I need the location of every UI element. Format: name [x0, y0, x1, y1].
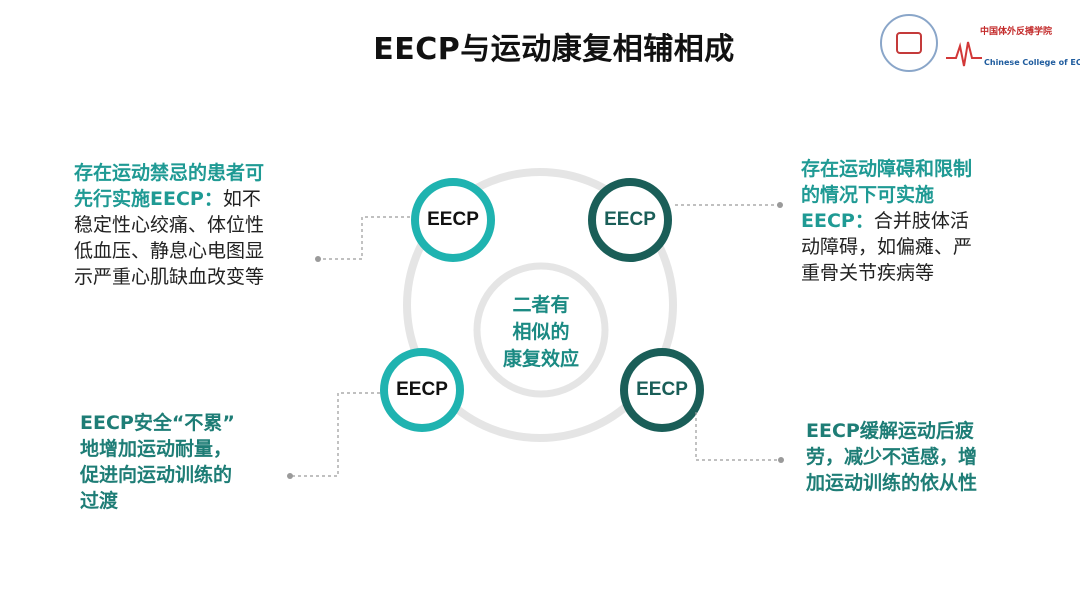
block-bottom-left: EECP安全“不累” 地增加运动耐量， 促进向运动训练的 过渡 [80, 410, 290, 514]
connector-dot-bottom-right [778, 457, 784, 463]
block-top-right-text-2: 动障碍，如偏瘫、严 [801, 236, 973, 258]
connector-bottom-left [290, 392, 380, 477]
connector-dot-top-left [315, 256, 321, 262]
college-logo-en: Chinese College of ECCP [984, 58, 1080, 67]
block-top-left-text-2: 稳定性心绞痛、体位性 [74, 214, 265, 236]
block-bottom-right-line-1: EECP缓解运动后疲 [806, 420, 974, 442]
block-bottom-right-line-2: 劳，减少不适感，增 [806, 446, 978, 468]
block-top-left-line-2: 先行实施EECP：如不 [74, 186, 304, 212]
center-line-2: 相似的 [512, 321, 570, 343]
block-top-right-highlight-1: 存在运动障碍和限制 [801, 158, 973, 180]
college-logo-cn: 中国体外反搏学院 [980, 27, 1053, 37]
node-top-right-label: EECP [604, 209, 656, 230]
block-top-left-highlight-2: 先行实施EECP： [74, 188, 223, 210]
block-top-left-text-1: 如不 [222, 188, 261, 210]
connector-bottom-right [695, 412, 781, 461]
block-bottom-left-line-2: 地增加运动耐量， [80, 438, 233, 460]
connector-top-left [318, 216, 410, 260]
block-top-left-text-4: 示严重心肌缺血改变等 [74, 266, 265, 288]
heartbeat-wave-icon [946, 41, 982, 67]
node-top-left-label: EECP [427, 209, 479, 230]
block-top-right-highlight-2: 的情况下可实施 [801, 184, 935, 206]
block-top-right-text-1: 合并肢体活 [873, 210, 969, 232]
logo-group: 中国体外反搏学院 Chinese College of ECCP [880, 14, 1080, 74]
node-bottom-left-label: EECP [396, 379, 448, 400]
connector-dot-top-right [777, 202, 783, 208]
block-bottom-left-line-1: EECP安全“不累” [80, 412, 235, 434]
block-bottom-right: EECP缓解运动后疲 劳，减少不适感，增 加运动训练的依从性 [806, 418, 1026, 496]
block-top-left-highlight-1: 存在运动禁忌的患者可 [74, 162, 265, 184]
node-top-right-circle [588, 178, 672, 262]
block-bottom-left-line-4: 过渡 [80, 490, 119, 512]
center-label: 二者有 相似的 康复效应 [491, 292, 591, 373]
node-bottom-right-circle [620, 348, 704, 432]
slide-title: EECP与运动康复相辅相成 [373, 32, 735, 67]
block-top-right-text-3: 重骨关节疾病等 [801, 262, 935, 284]
center-circle [473, 262, 609, 398]
node-bottom-right-label: EECP [636, 379, 688, 400]
center-line-1: 二者有 [512, 294, 570, 316]
block-top-left: 存在运动禁忌的患者可 先行实施EECP：如不 稳定性心绞痛、体位性 低血压、静息… [74, 160, 304, 290]
node-top-left-circle [411, 178, 495, 262]
association-logo [880, 14, 938, 72]
block-top-right-line-3: EECP：合并肢体活 [801, 208, 1031, 234]
outer-ring [403, 168, 677, 442]
logo-frame-icon [896, 32, 922, 54]
block-top-right: 存在运动障碍和限制 的情况下可实施 EECP：合并肢体活 动障碍，如偏瘫、严 重… [801, 156, 1031, 286]
connector-dot-bottom-left [287, 473, 293, 479]
center-line-3: 康复效应 [502, 348, 579, 370]
block-top-right-highlight-3: EECP： [801, 210, 874, 232]
block-bottom-right-line-3: 加运动训练的依从性 [806, 472, 978, 494]
node-bottom-left-circle [380, 348, 464, 432]
block-top-left-text-3: 低血压、静息心电图显 [74, 240, 265, 262]
block-bottom-left-line-3: 促进向运动训练的 [80, 464, 233, 486]
